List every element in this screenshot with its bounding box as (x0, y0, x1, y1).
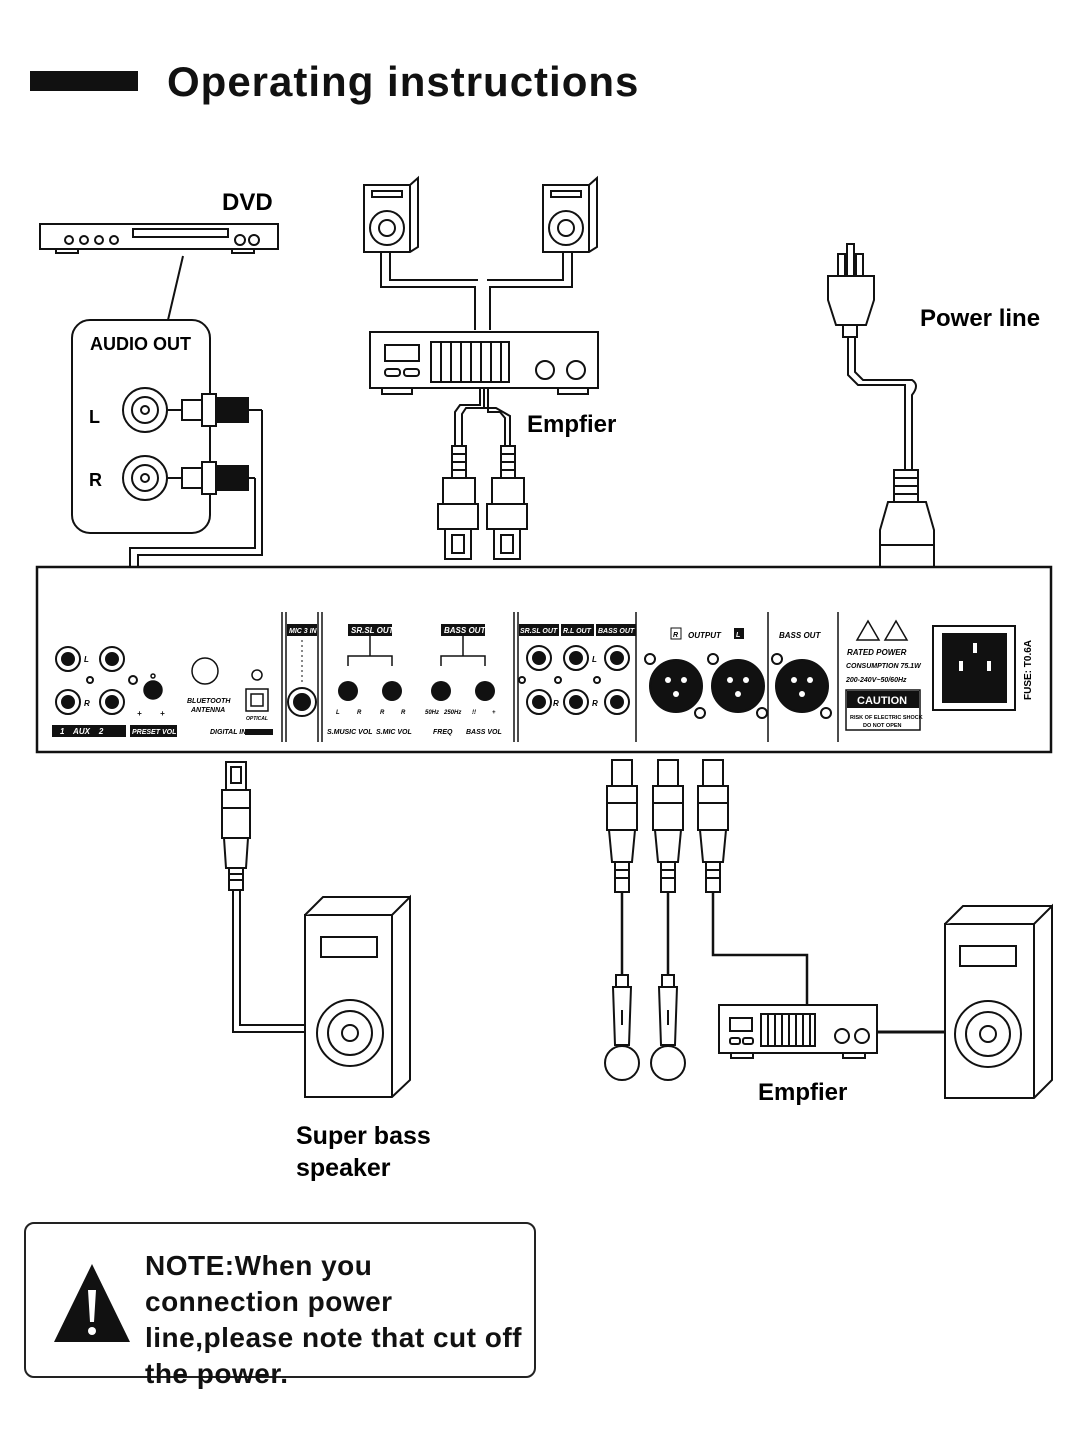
xlr-output-jacks (644, 653, 832, 719)
rated-power-label-2: CONSUMPTION 75.1W (846, 663, 922, 670)
svg-text:!!: !! (472, 710, 476, 716)
aux-r-label: R (84, 699, 90, 708)
bass-out-label-1: BASS OUT (444, 626, 486, 635)
svg-text:+: + (492, 710, 496, 716)
top-speaker-wires (380, 252, 573, 330)
power-inlet (932, 625, 1016, 711)
top-speaker-left (363, 175, 419, 253)
output-label: OUTPUT (688, 631, 722, 640)
audio-out-box (71, 319, 263, 578)
power-plug-top (827, 243, 875, 338)
xlr-plug-3 (697, 759, 729, 893)
bottom-right-speaker (944, 903, 1053, 1099)
power-line-label: Power line (920, 305, 1040, 332)
freq-label: FREQ (433, 729, 453, 736)
microphone-1 (604, 974, 640, 1081)
output-rca-jacks (518, 645, 630, 715)
rear-panel: L R 1 AUX 2 + + PRESET VOL BLUETOOTH ANT… (35, 565, 1053, 754)
fuse-label: FUSE: T0.6A (1023, 640, 1034, 700)
bass-out-xlr-label: BASS OUT (779, 631, 821, 640)
bluetooth-label-2: ANTENNA (190, 707, 225, 714)
svg-text:R: R (357, 710, 362, 716)
mic3-jack (287, 687, 317, 717)
out-r-label-1: R (553, 699, 559, 708)
bluetooth-label-1: BLUETOOTH (187, 698, 231, 705)
warning-triangle-icon (54, 1264, 130, 1342)
bass-cable (232, 890, 307, 1033)
svg-text:R: R (380, 710, 385, 716)
xlr-plug-1 (606, 759, 638, 893)
s-mic-vol-label: S.MIC VOL (376, 729, 412, 736)
voltage-label: 200-240V~50/60Hz (845, 677, 907, 684)
sr-sl-out-label-2: SR.SL OUT (520, 628, 558, 635)
optical-port (245, 669, 269, 712)
bass-xlr-plug (221, 761, 251, 891)
super-bass-speaker (304, 894, 411, 1098)
channel-r-label: R (89, 470, 102, 490)
aux-rca-jacks (55, 646, 138, 715)
top-amplifier-label: Empfier (527, 411, 616, 438)
panel-knobs (338, 681, 495, 701)
super-bass-label-1: Super bass (296, 1122, 431, 1150)
risk-label-1: RISK OF ELECTRIC SHOCK (850, 715, 923, 721)
svg-text:+: + (137, 709, 142, 718)
bass-vol-label: BASS VOL (466, 729, 502, 736)
top-speaker-right (542, 175, 598, 253)
caution-label: CAUTION (857, 695, 907, 707)
risk-label-2: DO NOT OPEN (863, 723, 902, 729)
bottom-amplifier-label: Empfier (758, 1079, 847, 1106)
hz50-label: 50Hz (425, 710, 439, 716)
bluetooth-antenna (191, 657, 219, 685)
digital-in-label: DIGITAL IN (210, 729, 247, 736)
mic3-in-label: MIC 3 IN (289, 628, 318, 635)
top-xlr-plug-right (486, 445, 528, 560)
xlr-plug-2 (652, 759, 684, 893)
super-bass-label-2: speaker (296, 1154, 391, 1182)
optical-label: OPTICAL (246, 716, 268, 722)
top-amplifier (369, 331, 599, 395)
channel-l-label: L (89, 407, 100, 427)
svg-text:R: R (673, 632, 678, 639)
dvd-player (39, 223, 279, 321)
preset-vol-knob: + + (137, 673, 165, 718)
title-bar-decoration (30, 71, 138, 91)
svg-text:+: + (160, 709, 165, 718)
s-music-vol-label: S.MUSIC VOL (327, 729, 373, 736)
rl-out-label: R.L OUT (563, 628, 592, 635)
dvd-label: DVD (222, 189, 273, 216)
bass-out-label-2: BASS OUT (598, 628, 635, 635)
hz250-label: 250Hz (443, 710, 461, 716)
top-amp-cable (454, 388, 511, 448)
out-r-label-2: R (592, 699, 598, 708)
top-xlr-plug-left (437, 445, 479, 560)
note-box (24, 1222, 536, 1378)
rated-power-label-1: RATED POWER (847, 648, 907, 657)
page-title: Operating instructions (167, 58, 640, 105)
svg-text:L: L (336, 710, 340, 716)
audio-out-label: AUDIO OUT (90, 334, 191, 354)
svg-text:R: R (401, 710, 406, 716)
preset-vol-label: PRESET VOL (132, 729, 176, 736)
mic-cables (620, 892, 809, 1005)
aux-l-label: L (84, 655, 89, 664)
power-cable (847, 337, 917, 470)
svg-text:L: L (736, 632, 740, 639)
aux-label: 1 AUX 2 (60, 727, 104, 736)
warning-symbols (855, 619, 909, 641)
sr-sl-out-label-1: SR.SL OUT (351, 626, 395, 635)
out-l-label: L (592, 655, 597, 664)
note-text: NOTE:When you connection power line,plea… (145, 1250, 522, 1389)
bottom-amplifier (718, 1004, 878, 1059)
microphone-2 (650, 974, 686, 1081)
